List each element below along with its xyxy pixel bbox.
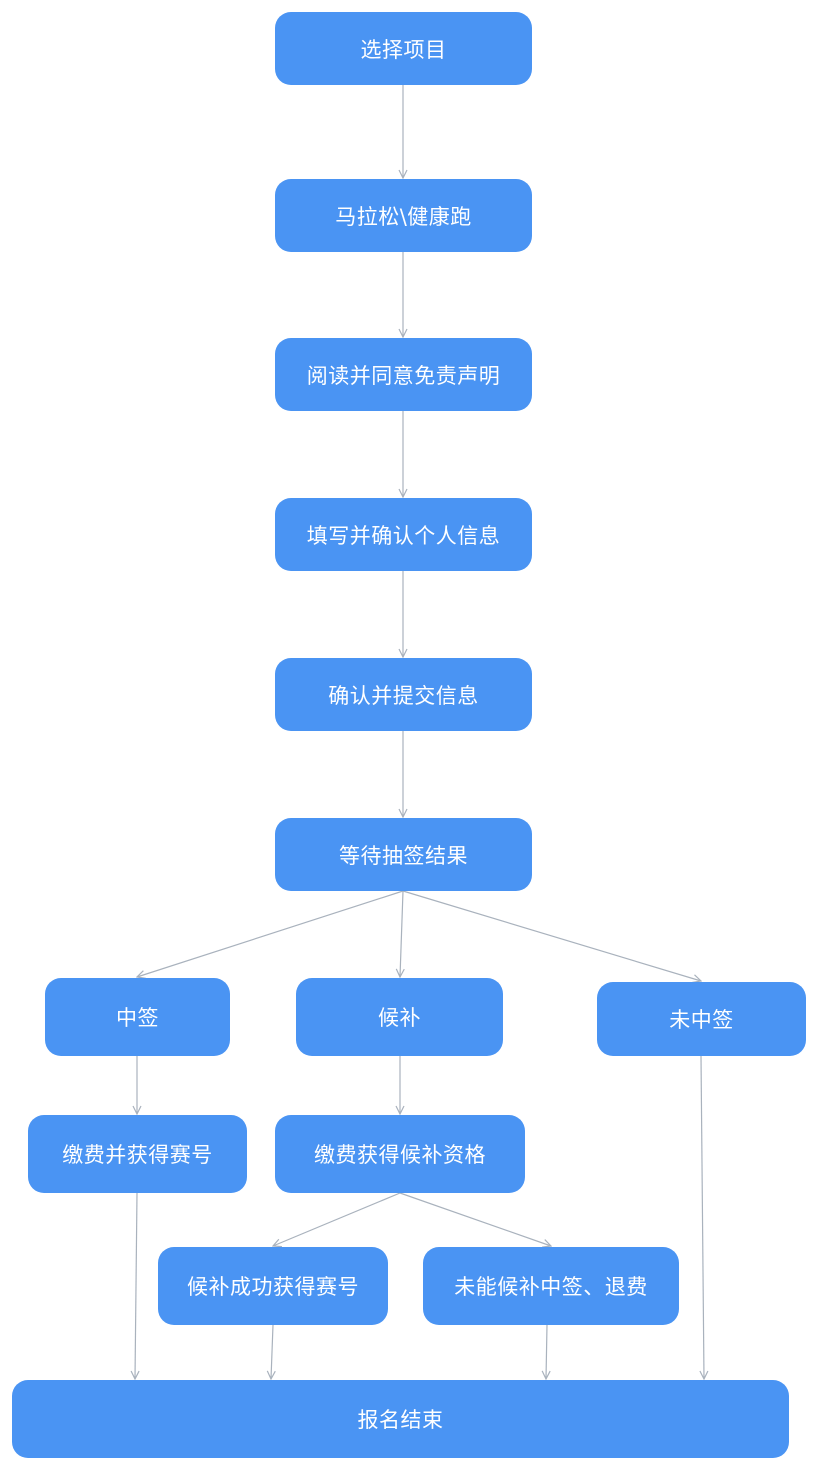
arrow-waitok-to-end <box>271 1324 273 1379</box>
node-waitlist: 候补 <box>296 978 503 1056</box>
node-label: 未中签 <box>669 1008 734 1032</box>
node-label: 确认并提交信息 <box>328 683 479 708</box>
node-label: 选择项目 <box>360 37 447 62</box>
arrow-paywait-to-waitfail <box>399 1192 551 1246</box>
node-label: 马拉松\健康跑 <box>335 204 472 229</box>
node-confirm-submit-info: 确认并提交信息 <box>275 658 532 731</box>
arrow-paywait-to-waitok <box>273 1192 401 1246</box>
node-pay-waitlist-qualification: 缴费获得候补资格 <box>275 1115 525 1193</box>
node-label: 填写并确认个人信息 <box>306 523 501 548</box>
node-select-item: 选择项目 <box>275 12 532 85</box>
node-label: 候补 <box>378 1006 421 1030</box>
arrow-pay-to-end <box>135 1192 137 1379</box>
node-label: 候补成功获得赛号 <box>187 1275 359 1299</box>
node-waitlist-success-bib: 候补成功获得赛号 <box>158 1247 388 1325</box>
arrow-wait-to-waitlist <box>400 890 403 977</box>
node-label: 中签 <box>116 1006 159 1030</box>
node-label: 未能候补中签、退费 <box>454 1275 648 1299</box>
arrow-waitfail-to-end <box>546 1324 547 1379</box>
node-pay-get-bib: 缴费并获得赛号 <box>28 1115 247 1193</box>
node-fill-confirm-info: 填写并确认个人信息 <box>275 498 532 571</box>
node-read-agree-disclaimer: 阅读并同意免责声明 <box>275 338 532 411</box>
node-label: 缴费并获得赛号 <box>62 1143 213 1167</box>
node-not-won: 未中签 <box>597 982 806 1056</box>
node-marathon-health-run: 马拉松\健康跑 <box>275 179 532 252</box>
node-label: 阅读并同意免责声明 <box>306 363 501 388</box>
arrow-wait-to-lose <box>402 890 701 981</box>
node-label: 缴费获得候补资格 <box>314 1143 486 1167</box>
node-label: 报名结束 <box>357 1408 444 1432</box>
arrow-wait-to-win <box>137 890 404 977</box>
node-await-lottery-result: 等待抽签结果 <box>275 818 532 891</box>
node-waitlist-fail-refund: 未能候补中签、退费 <box>423 1247 679 1325</box>
arrow-lose-to-end <box>701 1055 704 1379</box>
node-won-lottery: 中签 <box>45 978 230 1056</box>
node-label: 等待抽签结果 <box>339 843 468 868</box>
node-registration-end: 报名结束 <box>12 1380 789 1458</box>
